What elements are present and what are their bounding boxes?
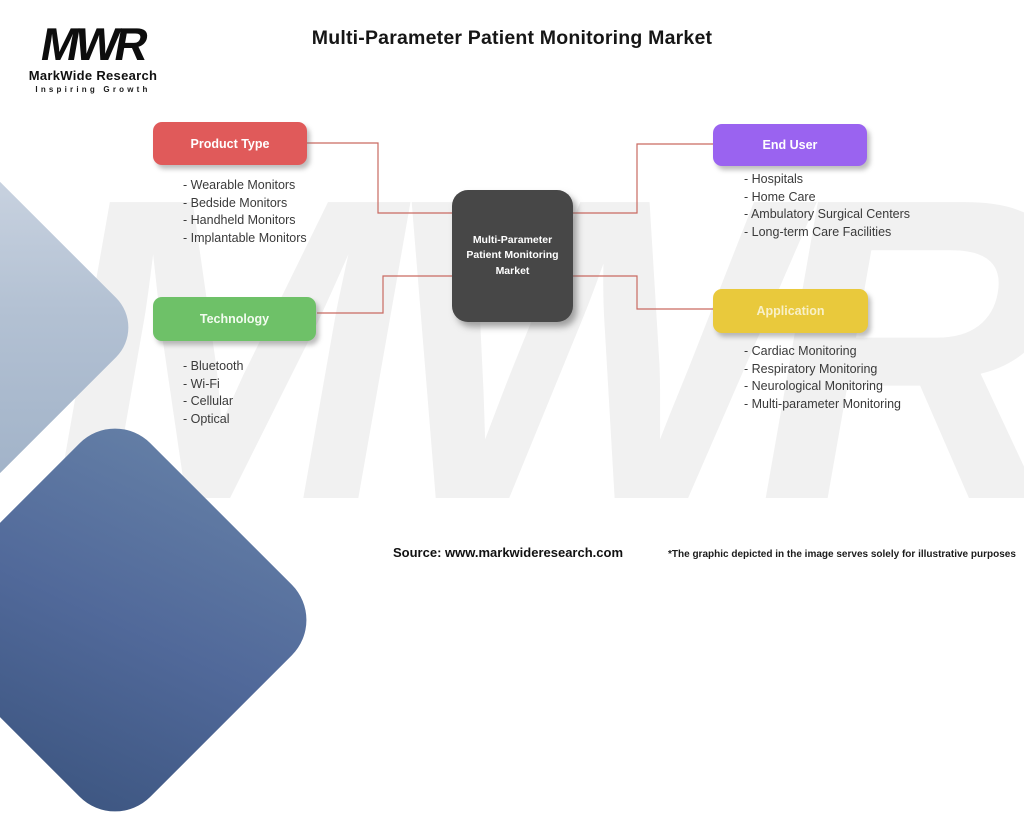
markwide-research-logo: MWR MarkWide Research Inspiring Growth	[18, 18, 168, 94]
application-items: - Cardiac Monitoring - Respiratory Monit…	[744, 343, 901, 413]
list-item: - Wi-Fi	[183, 376, 220, 391]
node-technology-label: Technology	[199, 312, 270, 326]
list-item: - Neurological Monitoring	[744, 379, 883, 394]
list-item: - Home Care	[744, 189, 816, 204]
mwr-logo-icon: MWR	[36, 18, 150, 70]
connector-application	[573, 275, 713, 310]
technology-items: - Bluetooth - Wi-Fi - Cellular - Optical	[183, 358, 243, 428]
list-item: - Hospitals	[744, 172, 804, 186]
list-item: - Bedside Monitors	[183, 195, 288, 210]
connector-end-user	[573, 143, 713, 214]
logo-tagline: Inspiring Growth	[35, 85, 151, 94]
page-title: Multi-Parameter Patient Monitoring Marke…	[311, 27, 713, 49]
product-type-items: - Wearable Monitors - Bedside Monitors -…	[183, 177, 307, 247]
center-node-label: Multi-Parameter Patient Monitoring Marke…	[466, 234, 559, 277]
center-node-market: Multi-Parameter Patient Monitoring Marke…	[452, 190, 573, 322]
end-user-items: - Hospitals - Home Care - Ambulatory Sur…	[744, 171, 910, 241]
node-application: Application	[713, 289, 868, 333]
list-item: - Cellular	[183, 394, 234, 409]
node-technology: Technology	[153, 297, 316, 341]
node-end-user: End User	[713, 124, 867, 166]
source-text: Source: www.markwideresearch.com	[393, 545, 624, 560]
connector-lines	[307, 142, 713, 314]
list-item: - Optical	[183, 411, 230, 426]
node-end-user-label: End User	[762, 138, 818, 152]
list-item: - Multi-parameter Monitoring	[744, 396, 901, 411]
list-item: - Wearable Monitors	[183, 178, 296, 192]
node-product-type-label: Product Type	[190, 136, 270, 151]
list-item: - Respiratory Monitoring	[744, 361, 878, 376]
node-application-label: Application	[756, 304, 825, 318]
connector-product-type	[307, 142, 452, 214]
list-item: - Handheld Monitors	[183, 213, 296, 228]
list-item: - Long-term Care Facilities	[744, 224, 892, 239]
logo-company-name: MarkWide Research	[28, 68, 158, 83]
list-item: - Ambulatory Surgical Centers	[744, 207, 911, 222]
list-item: - Cardiac Monitoring	[744, 344, 857, 358]
disclaimer-text: *The graphic depicted in the image serve…	[668, 549, 1016, 560]
connector-technology	[317, 275, 452, 314]
node-product-type: Product Type	[153, 122, 307, 165]
list-item: - Bluetooth	[183, 359, 244, 373]
list-item: - Implantable Monitors	[183, 230, 307, 245]
